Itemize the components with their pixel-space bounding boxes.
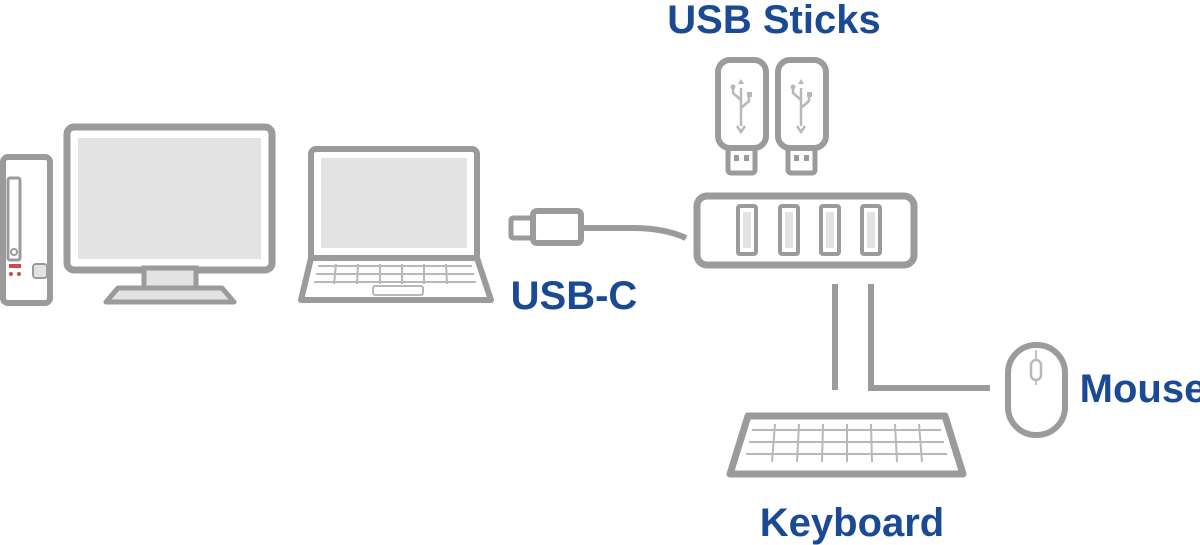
usb-c-label: USB-C (511, 274, 638, 318)
keyboard-label: Keyboard (760, 501, 945, 545)
usb-stick-icon (775, 57, 829, 176)
desktop-tower-icon (0, 154, 53, 306)
usb-c-plug-icon (508, 208, 688, 246)
usb-sticks-label: USB Sticks (667, 0, 880, 42)
hub-cables (832, 284, 990, 391)
mouse-icon (1005, 342, 1068, 438)
usb-hub-icon (693, 192, 918, 269)
laptop-icon (298, 146, 494, 303)
monitor-icon (63, 123, 276, 305)
keyboard-icon (726, 412, 967, 478)
usb-stick-icon (715, 57, 769, 176)
mouse-label: Mouse (1080, 367, 1200, 411)
